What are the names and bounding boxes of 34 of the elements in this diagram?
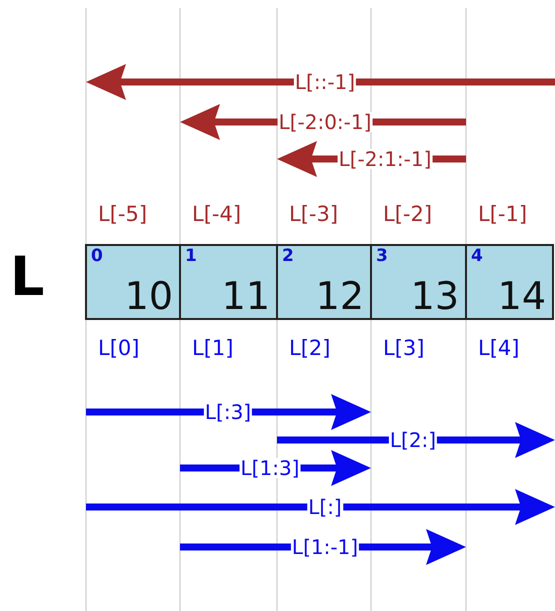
index-number: 2 <box>282 248 294 265</box>
slice-label: L[-2:1:-1] <box>338 149 432 169</box>
positive-index-label: L[1] <box>192 338 234 359</box>
slice-label: L[::-1] <box>294 72 356 92</box>
list-cell <box>276 244 372 320</box>
list-cell <box>370 244 467 320</box>
list-cell <box>179 244 278 320</box>
slice-label: L[1:3] <box>240 458 300 478</box>
cell-value: 11 <box>222 276 270 318</box>
slice-label: L[:] <box>307 497 343 517</box>
cell-value: 14 <box>498 276 546 318</box>
list-cell <box>85 244 181 320</box>
index-number: 0 <box>91 248 103 265</box>
cell-value: 10 <box>124 276 173 318</box>
slice-label: L[2:] <box>388 430 438 450</box>
negative-index-label: L[-4] <box>192 204 242 225</box>
list-cell <box>465 244 554 320</box>
slice-label: L[-2:0:-1] <box>278 112 372 132</box>
cell-value: 13 <box>410 276 459 318</box>
cell-value: 12 <box>316 276 364 318</box>
positive-index-label: L[4] <box>478 338 520 359</box>
index-number: 4 <box>471 248 483 265</box>
list-name: L <box>10 250 44 304</box>
negative-index-label: L[-2] <box>383 204 432 225</box>
slice-label: L[:3] <box>204 402 252 422</box>
negative-index-label: L[-3] <box>289 204 338 225</box>
slice-label: L[1:-1] <box>290 537 360 557</box>
index-number: 3 <box>376 248 388 265</box>
positive-index-label: L[3] <box>383 338 424 359</box>
negative-index-label: L[-5] <box>98 204 148 225</box>
positive-index-label: L[2] <box>289 338 330 359</box>
negative-index-label: L[-1] <box>478 204 528 225</box>
positive-index-label: L[0] <box>98 338 140 359</box>
index-number: 1 <box>185 248 197 265</box>
